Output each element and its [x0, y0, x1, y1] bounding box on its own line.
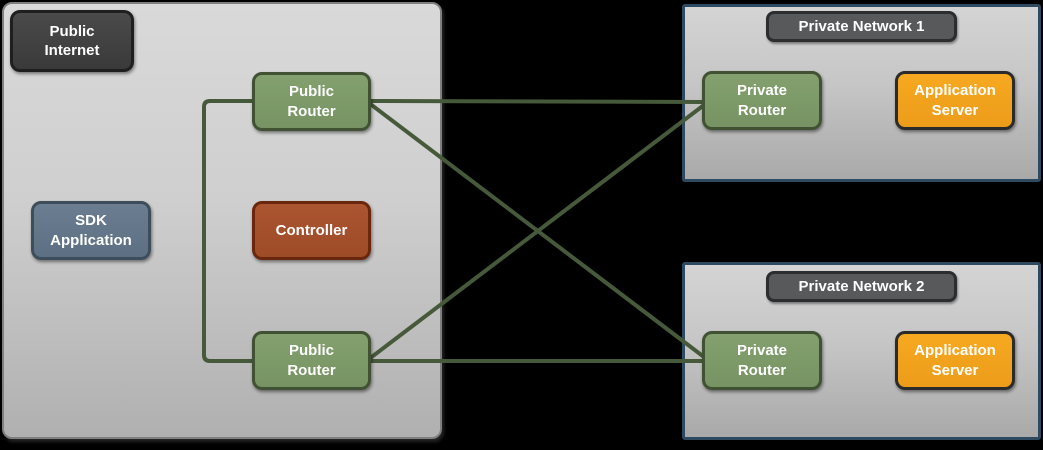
public-internet-label-badge: Public Internet [10, 10, 134, 72]
private-router-1-node: Private Router [702, 71, 822, 130]
public-internet-label: Public Internet [44, 22, 100, 60]
private-router-1-label: Private Router [736, 82, 788, 119]
public-router-bottom-label: Public Router [287, 342, 336, 379]
public-router-top-label: Public Router [287, 83, 336, 120]
private-network-1-label: Private Network 1 [798, 18, 925, 35]
application-server-1-label: Application Server [914, 82, 996, 119]
private-network-1-label-badge: Private Network 1 [766, 11, 957, 42]
controller-label: Controller [275, 221, 348, 239]
private-router-2-node: Private Router [702, 331, 822, 390]
application-server-1-node: Application Server [895, 71, 1015, 130]
controller-node: Controller [252, 201, 371, 260]
sdk-application-node: SDK Application [31, 201, 151, 260]
private-router-2-label: Private Router [736, 342, 788, 379]
public-router-bottom-node: Public Router [252, 331, 371, 390]
sdk-application-label: SDK Application [50, 212, 132, 249]
private-network-2-label-badge: Private Network 2 [766, 271, 957, 302]
public-router-top-node: Public Router [252, 72, 371, 131]
private-network-2-label: Private Network 2 [798, 278, 925, 295]
application-server-2-node: Application Server [895, 331, 1015, 390]
edge-public-router-bottom-private-router-1 [367, 103, 706, 361]
application-server-2-label: Application Server [914, 342, 996, 379]
edge-public-router-top-public-router-bottom [202, 99, 254, 363]
edge-public-router-top-private-router-1 [367, 99, 706, 104]
